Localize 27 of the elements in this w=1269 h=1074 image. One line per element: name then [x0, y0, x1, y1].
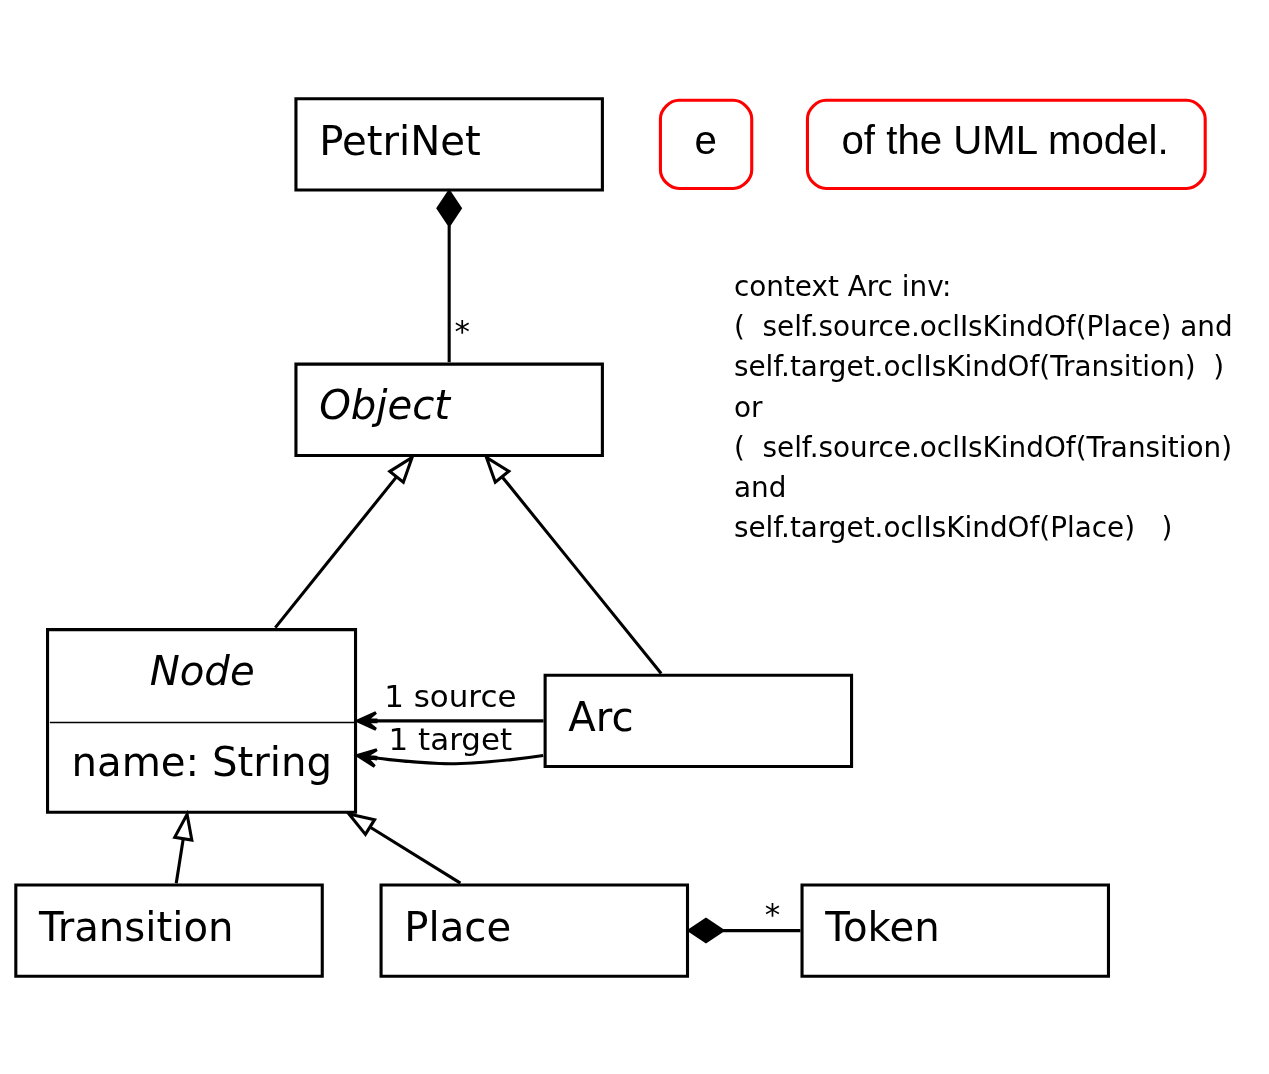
edge-label: 1 source: [384, 677, 517, 714]
arrow: [172, 809, 194, 884]
label: ( self.source.oclIsKindOf(Place) and: [733, 309, 1233, 343]
node-box: Object: [294, 362, 604, 457]
arrow: [274, 453, 416, 629]
node-box: PetriNet: [294, 96, 604, 192]
edge-label: 1 target: [388, 720, 513, 757]
label: and: [733, 470, 787, 504]
label: context Arc inv:: [733, 269, 952, 303]
node-box: e: [658, 98, 754, 190]
edge-label: *: [764, 895, 781, 932]
node-box: of the UML model.: [805, 98, 1207, 190]
arrow: [355, 710, 544, 731]
label: ( self.source.oclIsKindOf(Transition): [733, 430, 1233, 464]
arrow: [355, 747, 544, 768]
node-box: Transition: [14, 882, 324, 978]
arrow: [344, 811, 462, 884]
node-box: Arc: [543, 673, 854, 768]
node-box: Place: [379, 882, 690, 978]
connector: [436, 188, 463, 362]
label: self.target.oclIsKindOf(Transition) ): [733, 349, 1225, 383]
arrow: [483, 453, 663, 674]
label: or: [733, 390, 763, 424]
edge-label: *: [454, 312, 470, 349]
label: self.target.oclIsKindOf(Place) ): [733, 510, 1173, 544]
node-box: Token: [800, 882, 1110, 978]
connector: [686, 917, 801, 944]
